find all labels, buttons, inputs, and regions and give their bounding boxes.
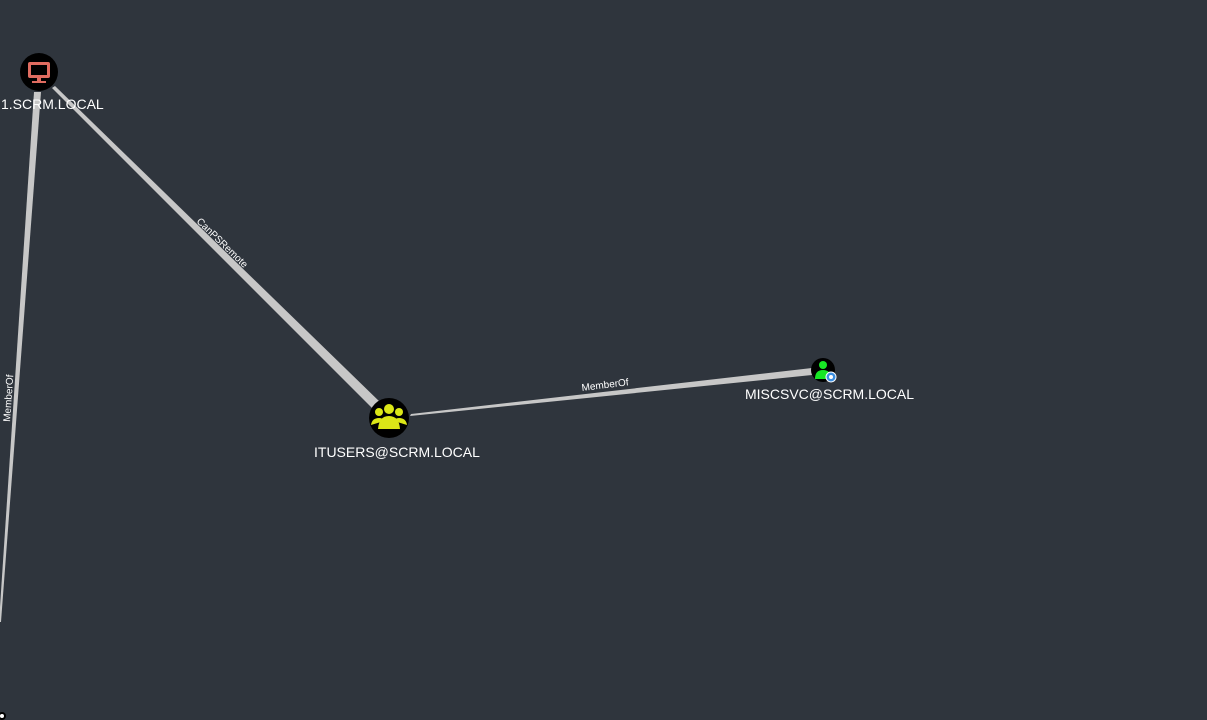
edge-label-memberof-left: MemberOf (2, 374, 16, 422)
miscsvc-node[interactable]: MISCSVC@SCRM.LOCAL (745, 358, 914, 402)
edge-memberof-left[interactable]: MemberOf (0, 92, 41, 622)
node-label-miscsvc: MISCSVC@SCRM.LOCAL (745, 386, 914, 402)
node-label-itusers: ITUSERS@SCRM.LOCAL (314, 444, 480, 460)
edge-canpsremote[interactable]: CanPSRemote (52, 86, 382, 410)
monitor-icon (28, 62, 50, 83)
badge-icon (825, 371, 837, 383)
itusers-node[interactable]: ITUSERS@SCRM.LOCAL (314, 398, 480, 460)
edge-label-canpsremote: CanPSRemote (194, 216, 250, 271)
node-label-computer: 1.SCRM.LOCAL (1, 96, 104, 112)
offscreen-node-marker (0, 712, 6, 720)
computer-node[interactable]: 1.SCRM.LOCAL (1, 53, 104, 112)
users-group-icon (371, 404, 407, 429)
